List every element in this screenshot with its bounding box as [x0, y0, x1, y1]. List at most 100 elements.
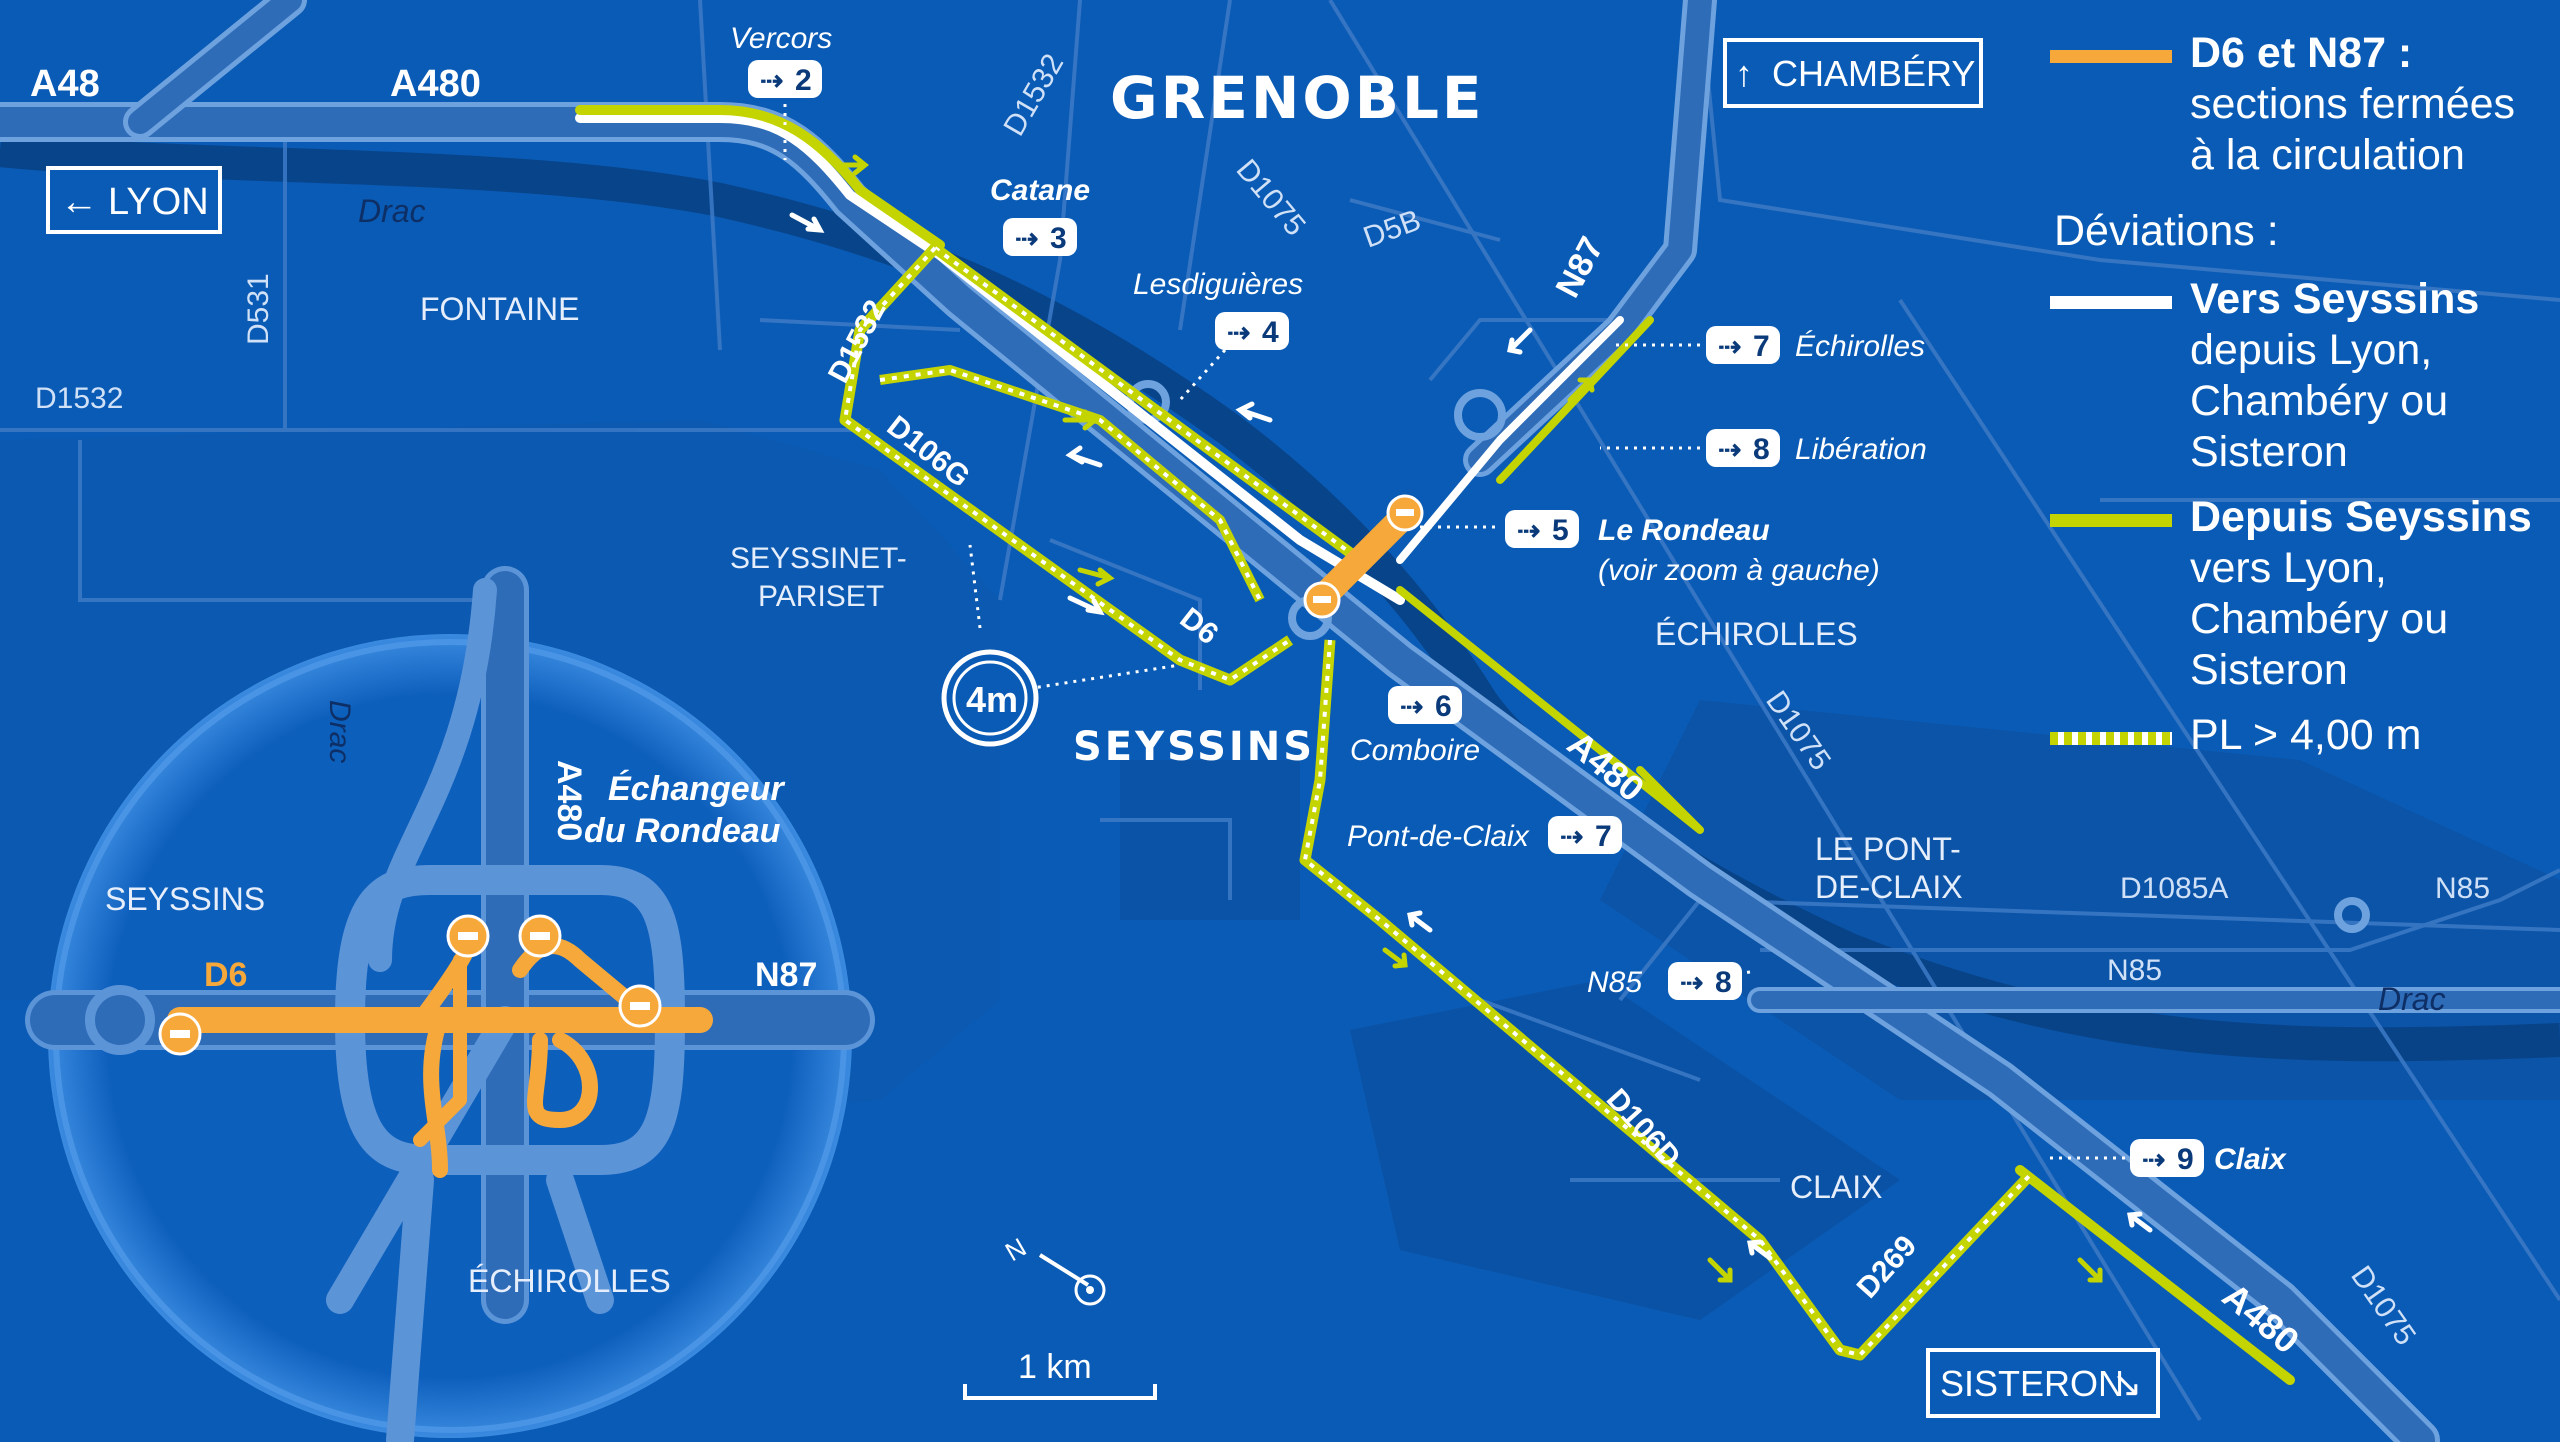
exit-name: Le Rondeau	[1598, 514, 1770, 547]
legend-from-desc: vers Lyon, Chambéry ou Sisteron	[2190, 544, 2449, 694]
exit-number: 2	[795, 64, 812, 97]
label-n85-mid: N85	[2107, 954, 2162, 987]
legend-closed-desc: sections fermées à la circulation	[2190, 80, 2516, 179]
legend-swatch-to	[2050, 296, 2172, 309]
exit-name: Lesdiguières	[1133, 268, 1303, 301]
svg-text:⇢: ⇢	[1718, 434, 1741, 465]
exit-badge: ⇢ 4 Lesdiguières	[1133, 268, 1303, 350]
legend-pl: PL > 4,00 m	[2050, 710, 2550, 761]
exit-name: N85	[1587, 966, 1642, 999]
legend-to-title: Vers Seyssins	[2190, 275, 2480, 323]
inset-d6: D6	[204, 956, 247, 994]
exit-number: 5	[1552, 514, 1569, 547]
pl-routes	[839, 243, 2034, 1361]
label-seyssins: SEYSSINS	[1073, 724, 1315, 770]
inset-echirolles: ÉCHIROLLES	[468, 1263, 671, 1299]
scale-label: 1 km	[1018, 1348, 1092, 1386]
svg-text:⇢: ⇢	[1680, 967, 1703, 998]
exit-number: 7	[1595, 820, 1612, 853]
sisteron-arrow-icon: ↘	[2112, 1363, 2142, 1404]
exit-name: Vercors	[730, 22, 832, 55]
exit-number: 3	[1050, 222, 1067, 255]
label-fontaine: FONTAINE	[420, 291, 579, 327]
label-d531: D531	[242, 273, 275, 345]
exit-badge: ⇢ 8 Libération	[1706, 429, 1927, 467]
height-limit-sign: 4m	[941, 649, 1039, 747]
exit-badge: ⇢ 9 Claix	[2130, 1139, 2287, 1177]
height-limit-label: 4m	[966, 679, 1018, 720]
label-seyssinet-2: PARISET	[758, 580, 884, 613]
closed-sections	[1303, 494, 1424, 619]
chambery-arrow-icon: ↑	[1735, 53, 1753, 94]
svg-text:⇢: ⇢	[1718, 331, 1741, 362]
svg-text:⇢: ⇢	[760, 65, 783, 96]
exit-number: 9	[2177, 1143, 2194, 1176]
legend-from-title: Depuis Seyssins	[2190, 493, 2532, 541]
legend-swatch-pl	[2050, 732, 2172, 745]
route-to-seyssins	[575, 113, 1624, 605]
inset-n87: N87	[755, 956, 817, 994]
inset-seyssins: SEYSSINS	[105, 881, 265, 917]
inset-title-1: Échangeur	[608, 770, 785, 808]
label-seyssinet-1: SEYSSINET-	[730, 542, 907, 575]
sign-sisteron-label: SISTERON	[1940, 1363, 2124, 1404]
exit-name: Pont-de-Claix	[1347, 820, 1530, 853]
compass-icon	[1074, 1274, 1106, 1306]
exit-badges: ⇢ 2 Vercors ⇢ 3 Catane ⇢ 4 Lesdiguières …	[730, 22, 2287, 1177]
exit-badge: ⇢ 8 N85	[1587, 962, 1742, 1000]
direction-arrows	[789, 154, 2153, 1283]
sign-chambery-label: CHAMBÉRY	[1772, 53, 1975, 94]
label-pont-de-claix-1: LE PONT-	[1815, 831, 1961, 867]
city-labels: GRENOBLE SEYSSINS FONTAINE SEYSSINET- PA…	[358, 64, 2446, 1205]
label-d1085a: D1085A	[2120, 872, 2228, 905]
legend-to: Vers Seyssins depuis Lyon, Chambéry ou S…	[2050, 274, 2550, 478]
legend-closed-title: D6 et N87 :	[2190, 29, 2413, 77]
inset-closure-markers	[158, 914, 662, 1056]
label-n85-right: N85	[2435, 872, 2490, 905]
sign-sisteron: SISTERON ↘	[1926, 1348, 2160, 1418]
label-echirolles: ÉCHIROLLES	[1655, 616, 1858, 652]
label-drac-1: Drac	[358, 193, 426, 229]
exit-badge: ⇢ 6 Comboire	[1350, 686, 1480, 767]
roundabouts	[1126, 380, 2370, 933]
legend-swatch-from	[2050, 514, 2172, 527]
exit-number: 7	[1753, 330, 1770, 363]
exit-number: 6	[1435, 690, 1452, 723]
legend: D6 et N87 : sections fermées à la circul…	[2050, 28, 2550, 775]
exit-badge: ⇢ 3 Catane	[990, 174, 1090, 256]
svg-text:⇢: ⇢	[2142, 1144, 2165, 1175]
route-from-seyssins	[575, 105, 2295, 1385]
legend-deviations: Déviations :	[2054, 207, 2279, 255]
scale-bar: 1 km	[963, 1348, 1157, 1400]
svg-text:⇢: ⇢	[1400, 691, 1423, 722]
exit-number: 4	[1262, 316, 1279, 349]
legend-to-desc: depuis Lyon, Chambéry ou Sisteron	[2190, 326, 2449, 476]
exit-name: Claix	[2214, 1143, 2287, 1176]
label-pont-de-claix-2: DE-CLAIX	[1815, 869, 1963, 905]
exit-badge: ⇢ 5 Le Rondeau (voir zoom à gauche)	[1505, 510, 1880, 587]
exit-name: Libération	[1795, 433, 1927, 466]
label-grenoble: GRENOBLE	[1110, 64, 1485, 132]
legend-swatch-closed	[2050, 50, 2172, 63]
label-d1532-left: D1532	[35, 382, 123, 415]
inset-a480: A480	[550, 760, 588, 841]
svg-text:⇢: ⇢	[1015, 223, 1038, 254]
exit-name: Comboire	[1350, 734, 1480, 767]
legend-from: Depuis Seyssins vers Lyon, Chambéry ou S…	[2050, 492, 2550, 696]
inset-drac: Drac	[323, 700, 356, 763]
label-a480-top: A480	[390, 63, 481, 105]
sign-lyon-label: LYON	[108, 181, 209, 223]
exit-note: (voir zoom à gauche)	[1598, 554, 1880, 587]
svg-text:⇢: ⇢	[1517, 515, 1540, 546]
exit-number: 8	[1753, 433, 1770, 466]
label-a48: A48	[30, 63, 100, 105]
exit-number: 8	[1715, 966, 1732, 999]
label-drac-2: Drac	[2378, 981, 2446, 1017]
legend-closed: D6 et N87 : sections fermées à la circul…	[2050, 28, 2550, 181]
exit-badge: ⇢ 2 Vercors	[730, 22, 832, 98]
legend-pl-label: PL > 4,00 m	[2190, 711, 2422, 759]
exit-badge: ⇢ 7 Échirolles	[1706, 326, 1925, 364]
